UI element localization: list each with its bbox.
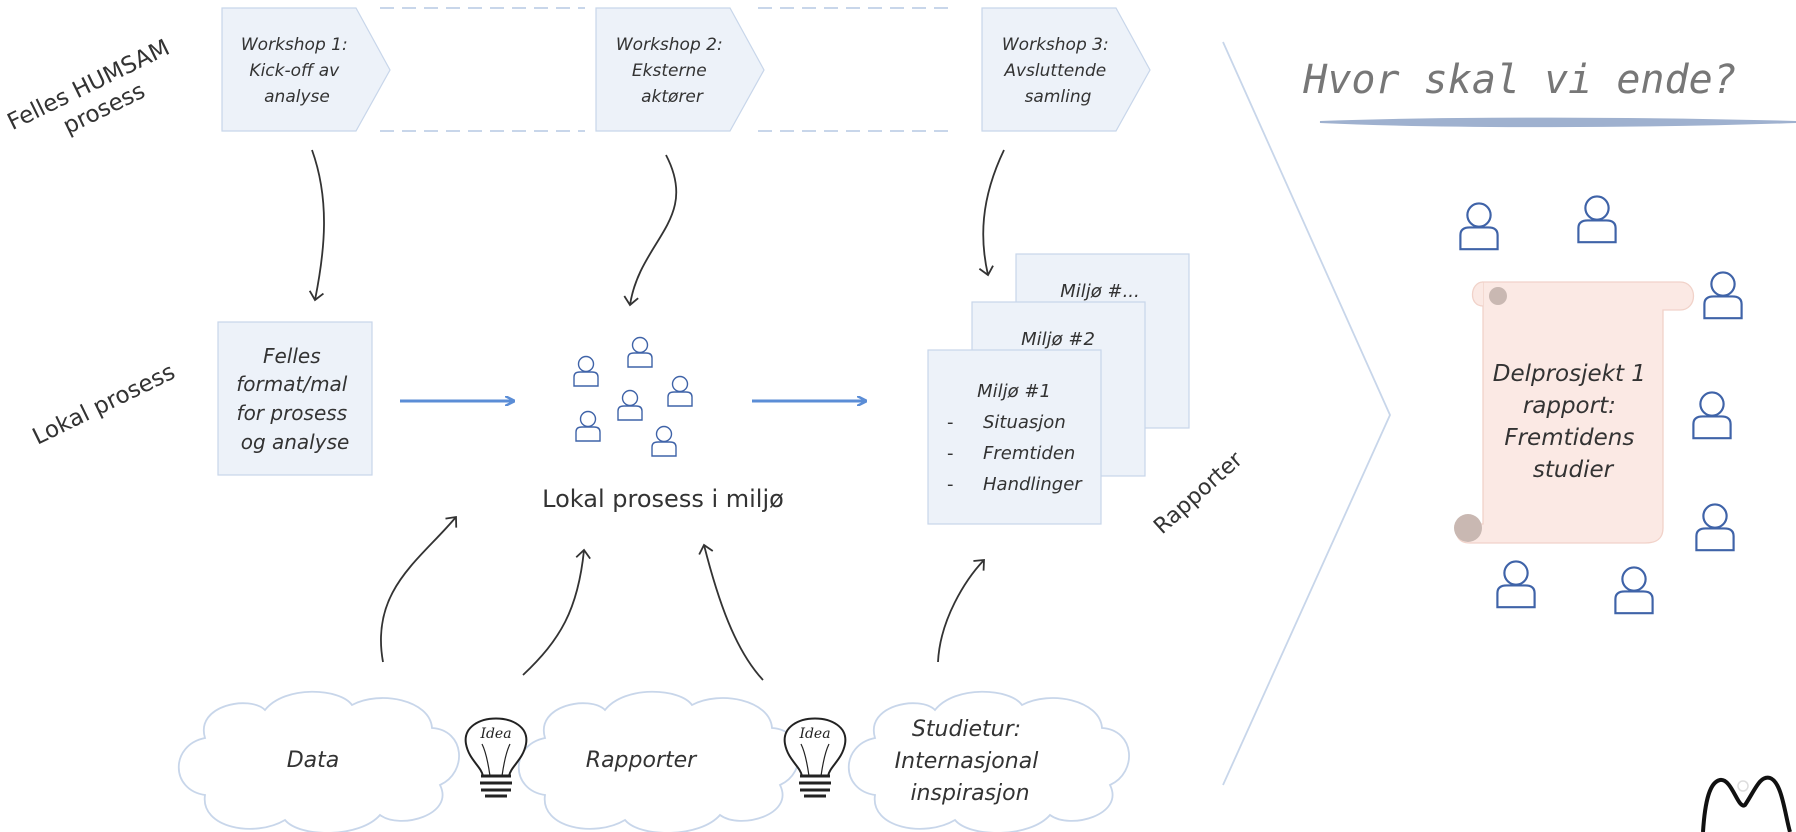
local-process-people: [573, 336, 693, 457]
workshop-connectors: [380, 7, 948, 132]
person-icon: [617, 389, 643, 421]
lightbulb-icon: Idea: [783, 717, 847, 798]
scroll-line-2: rapport:: [1523, 393, 1616, 419]
svg-text:Workshop 1: Kick-off av: Workshop 1: Kick-off av analyse: [241, 35, 353, 107]
cloud-data: Data: [178, 690, 460, 832]
workshop-1-line-3: analyse: [264, 87, 330, 107]
card-mid-title: Miljø #2: [1021, 329, 1095, 350]
svg-text:Idea: Idea: [479, 726, 511, 742]
person-icon: [1692, 391, 1732, 440]
card-back-title: Miljø #...: [1060, 281, 1140, 302]
person-icon: [1703, 271, 1743, 320]
format-box-line-3: for prosess: [237, 401, 348, 425]
env-item-1: Situasjon: [983, 412, 1066, 433]
cloud-study-line-2: Internasjonal: [895, 749, 1039, 774]
cloud-reports-text: Rapporter: [586, 748, 698, 773]
svg-text:Situasjon Fremtiden: Situasjon Fremtiden Handlinger: [983, 412, 1083, 495]
workshop-1-line-2: Kick-off av: [249, 61, 340, 81]
person-icon: [1695, 503, 1735, 552]
cloud-study-line-1: Studietur:: [912, 717, 1021, 742]
person-icon: [1577, 195, 1617, 244]
cloud-reports: Rapporter: [518, 690, 800, 832]
workshop-1-line-1: Workshop 1:: [241, 35, 348, 55]
person-icon: [1614, 566, 1654, 615]
svg-text:Workshop 3: Avsluttende: Workshop 3: Avsluttende samling: [1002, 35, 1114, 107]
person-icon: [651, 425, 677, 457]
person-icon: [1496, 560, 1536, 609]
reports-label: Rapporter: [1149, 447, 1248, 540]
local-process-label: Lokal prosess i miljø: [542, 485, 784, 513]
workshop-2: Workshop 2: Eksterne aktører: [595, 7, 765, 132]
svg-text:- - -: - - -: [947, 412, 959, 495]
card-front: [927, 349, 1102, 525]
workshop-3: Workshop 3: Avsluttende samling: [981, 7, 1151, 132]
workshop-2-line-3: aktører: [641, 87, 704, 107]
lightbulb-icon: Idea: [464, 717, 528, 798]
cloud-data-text: Data: [287, 748, 340, 773]
cloud-study-line-3: inspirasjon: [910, 781, 1029, 806]
person-icon: [575, 410, 601, 442]
workshop-1: Workshop 1: Kick-off av analyse: [221, 7, 391, 132]
workshop-3-line-2: Avsluttende: [1003, 61, 1106, 81]
svg-text:Delprosjekt 1 rapport:: Delprosjekt 1 rapport: Fremtidens studie…: [1493, 361, 1654, 483]
upward-arrows: [380, 515, 985, 681]
env-item-2: Fremtiden: [983, 443, 1075, 464]
svg-text:Studietur: Internasjonal: Studietur: Internasjonal inspirasjon: [895, 717, 1046, 806]
environment-cards: Miljø #... Miljø #2 Miljø #1 - - - Situa…: [927, 253, 1190, 525]
format-box-line-1: Felles: [263, 344, 321, 368]
svg-text:Felles format/mal: Felles format/mal for prosess og analyse: [236, 344, 353, 454]
svg-text:Idea: Idea: [798, 726, 830, 742]
person-icon: [573, 355, 599, 387]
card-front-title: Miljø #1: [977, 381, 1051, 402]
person-icon: [667, 375, 693, 407]
cloud-study-trip: Studietur: Internasjonal inspirasjon: [848, 690, 1130, 832]
end-question: Hvor skal vi ende?: [1302, 57, 1736, 103]
scroll-line-1: Delprosjekt 1: [1493, 361, 1646, 387]
scroll-line-3: Fremtidens: [1504, 425, 1634, 451]
format-box-line-2: format/mal: [236, 372, 348, 396]
scroll-shape: Delprosjekt 1 rapport: Fremtidens studie…: [1454, 281, 1695, 544]
question-underline: [1319, 117, 1796, 128]
workshop-3-line-1: Workshop 3:: [1002, 35, 1109, 55]
person-icon: [627, 336, 653, 368]
workshop-2-line-2: Eksterne: [632, 61, 707, 81]
svg-text:Workshop 2: Eksterne: Workshop 2: Eksterne aktører: [616, 35, 728, 107]
divider-chevron: [1222, 41, 1391, 786]
scroll-line-4: studier: [1533, 457, 1615, 483]
workshop-2-line-1: Workshop 2:: [616, 35, 723, 55]
workshop-down-arrows: [308, 149, 1005, 307]
env-item-3: Handlinger: [983, 474, 1083, 495]
corner-logo-mark: [1701, 775, 1792, 832]
format-box: Felles format/mal for prosess og analyse: [217, 321, 373, 476]
workshop-3-line-3: samling: [1025, 87, 1092, 107]
row-label-felles: Felles HUMSAM prosess: [3, 32, 192, 161]
row-label-lokal: Lokal prosess: [29, 359, 180, 450]
person-icon: [1459, 202, 1499, 251]
format-box-line-4: og analyse: [241, 430, 350, 454]
